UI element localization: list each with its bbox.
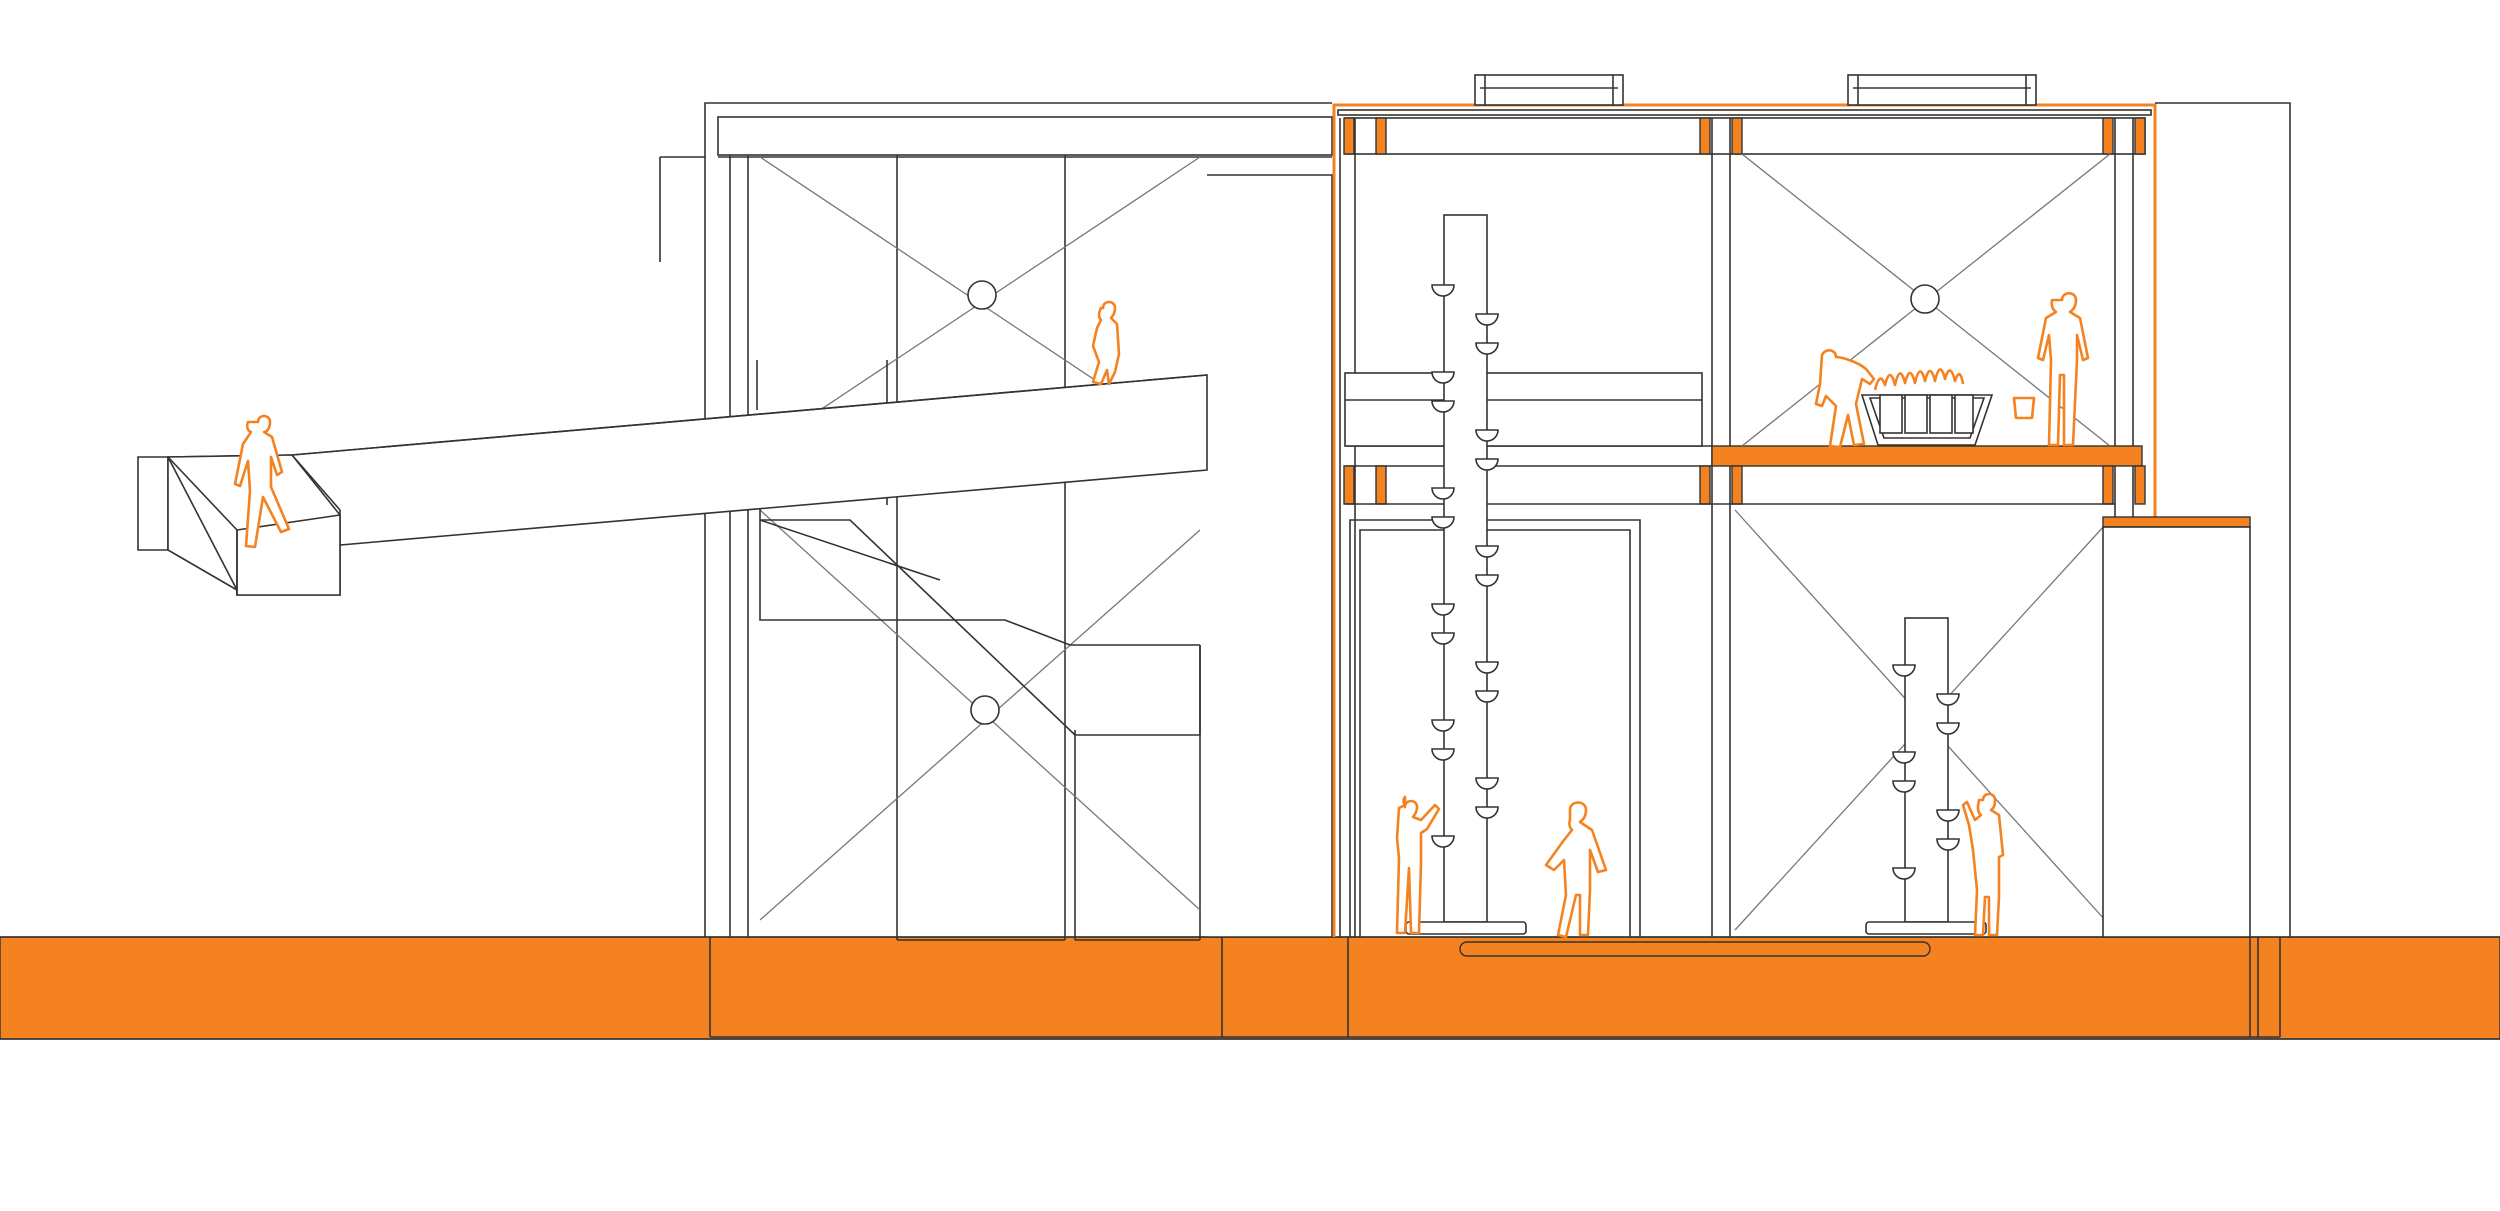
tower-pocket: [1431, 284, 1455, 297]
person-tending-tower-right: [1961, 792, 2005, 937]
tower-pocket: [1431, 371, 1455, 384]
person-on-bridge-upper: [1091, 300, 1121, 386]
tower-pocket: [1431, 516, 1455, 529]
tower-pocket: [1892, 867, 1916, 880]
skylight-left: [1474, 74, 1624, 106]
tower-pocket: [1936, 693, 1960, 706]
skylight-right: [1847, 74, 2037, 106]
tower-pocket: [1431, 632, 1455, 645]
tower-pocket: [1475, 313, 1499, 326]
tower-pocket: [1475, 342, 1499, 355]
tower-pocket: [1431, 719, 1455, 732]
person-with-bucket: [2012, 291, 2090, 447]
grow-tower-tall: [1405, 214, 1527, 935]
tower-pocket: [1431, 748, 1455, 761]
person-tending-tower-left: [1395, 795, 1441, 935]
tower-pocket: [1892, 664, 1916, 677]
person-bridge-walker: [233, 414, 291, 549]
tower-pocket: [1936, 722, 1960, 735]
ground-slab: [0, 936, 2500, 1040]
planter-box: [1860, 368, 1994, 446]
grow-tower-short: [1865, 617, 1987, 935]
tower-pocket: [1475, 806, 1499, 819]
sky-bridge: [137, 374, 1208, 596]
tower-pocket: [1475, 458, 1499, 471]
right-volume: [1332, 74, 2291, 938]
tower-pocket: [1475, 574, 1499, 587]
person-gardener-bending: [1814, 349, 1876, 449]
tower-pocket: [1936, 809, 1960, 822]
person-tending-tower-middle: [1544, 801, 1608, 939]
tower-pocket: [1892, 780, 1916, 793]
tower-pocket: [1475, 545, 1499, 558]
tower-pocket: [1431, 603, 1455, 616]
tower-pocket: [1475, 777, 1499, 790]
tower-pocket: [1892, 751, 1916, 764]
tower-pocket: [1936, 838, 1960, 851]
tower-pocket: [1475, 690, 1499, 703]
tower-pocket: [1431, 487, 1455, 500]
tower-pocket: [1475, 661, 1499, 674]
tower-pocket: [1431, 400, 1455, 413]
tower-pocket: [1475, 429, 1499, 442]
tower-pocket: [1431, 835, 1455, 848]
left-volume: [659, 102, 1333, 941]
